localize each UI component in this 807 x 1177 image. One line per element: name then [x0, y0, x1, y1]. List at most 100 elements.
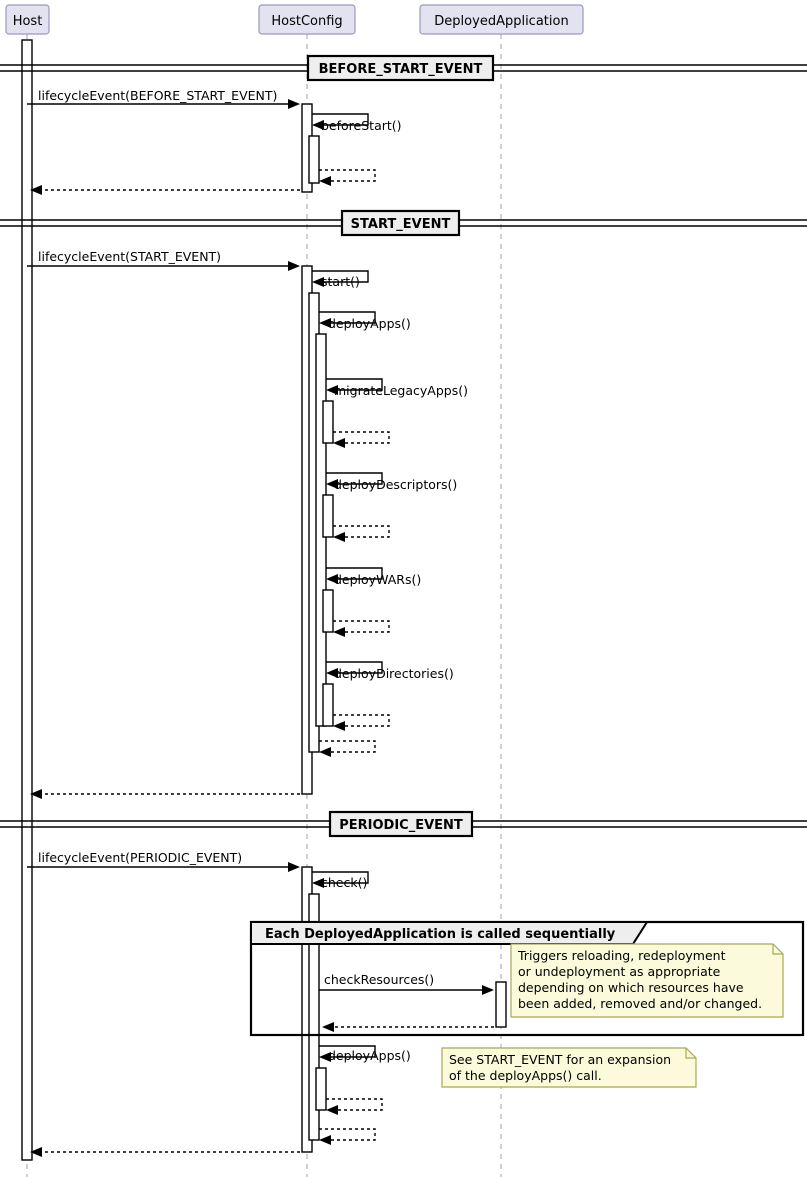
message-deployapps: deployApps(): [319, 1045, 411, 1063]
message-label: deployDirectories(): [334, 666, 454, 681]
message-return-20: [322, 1022, 494, 1032]
message-label: checkResources(): [324, 972, 434, 987]
message-return-10: [333, 525, 390, 542]
self-message-arrow: [326, 661, 383, 674]
message-check: check(): [312, 871, 369, 890]
message-return-8: [333, 431, 390, 448]
activation-bar-hostconfig-6: [322, 400, 334, 444]
divider-label-box: [306, 54, 495, 82]
participant-name: HostConfig: [271, 14, 342, 29]
arrowhead: [326, 479, 338, 489]
participant-box[interactable]: [258, 4, 356, 35]
participant-host[interactable]: Host: [5, 4, 50, 35]
note-line: or undeployment as appropriate: [518, 964, 721, 979]
message-checkresources: checkResources(): [319, 972, 494, 995]
arrowhead: [319, 318, 331, 328]
self-message-arrow: [333, 620, 390, 633]
message-label: lifecycleEvent(START_EVENT): [38, 249, 221, 264]
arrowhead: [326, 668, 338, 678]
self-message-arrow: [333, 431, 390, 444]
message-label: lifecycleEvent(BEFORE_START_EVENT): [38, 88, 277, 103]
activation-bar-hostconfig-2: [308, 135, 320, 184]
lifelines-layer: [26, 34, 502, 1177]
participant-box[interactable]: [5, 4, 50, 35]
arrowhead: [333, 532, 345, 542]
arrowhead: [30, 1147, 42, 1157]
message-return-3: [30, 185, 300, 195]
activation-bar-hostconfig-8: [322, 589, 334, 633]
note-body: [441, 1047, 697, 1088]
note-fold: [772, 944, 783, 955]
activation-bar-hostconfig-12: [315, 1067, 327, 1111]
arrowhead: [288, 99, 300, 109]
note-line: Triggers reloading, redeployment: [517, 948, 726, 963]
activation-bar-hostconfig-7: [322, 494, 334, 538]
message-start: start(): [312, 270, 369, 289]
participant-deployedapplication[interactable]: DeployedApplication: [419, 4, 584, 35]
message-lifecycleevent-before-start-event: lifecycleEvent(BEFORE_START_EVENT): [27, 88, 300, 109]
self-message-arrow: [333, 714, 390, 727]
message-deploydescriptors: deployDescriptors(): [326, 472, 457, 492]
arrowhead: [319, 176, 331, 186]
divider-start_event: START_EVENT: [0, 209, 807, 237]
participant-name: DeployedApplication: [434, 14, 568, 29]
arrowhead: [319, 747, 331, 757]
arrowhead: [288, 261, 300, 271]
arrowhead: [322, 1022, 334, 1032]
arrowhead: [333, 721, 345, 731]
message-label: beforeStart(): [321, 118, 402, 133]
message-return-22: [326, 1098, 383, 1115]
note-fold: [685, 1048, 696, 1059]
self-message-arrow: [312, 113, 369, 126]
message-return-15: [319, 740, 376, 757]
divider-label: BEFORE_START_EVENT: [319, 62, 483, 77]
message-return-2: [319, 169, 376, 186]
message-return-23: [319, 1128, 376, 1145]
message-label: start(): [321, 274, 360, 289]
arrowhead: [319, 1135, 331, 1145]
self-message-arrow: [319, 1128, 376, 1141]
message-label: lifecycleEvent(PERIODIC_EVENT): [38, 850, 242, 865]
self-message-arrow: [326, 1098, 383, 1111]
arrowhead: [326, 574, 338, 584]
arrowhead: [288, 862, 300, 872]
message-label: deployApps(): [328, 316, 411, 331]
activation-bar-deployedapplication-13: [495, 981, 507, 1028]
self-message-arrow: [319, 740, 376, 753]
self-message-arrow: [326, 378, 383, 391]
divider-periodic_event: PERIODIC_EVENT: [0, 810, 807, 838]
divider-label: PERIODIC_EVENT: [339, 818, 463, 833]
arrowhead: [312, 277, 324, 287]
message-return-24: [30, 1147, 300, 1157]
activation-bar-hostconfig-9: [322, 683, 334, 727]
arrowhead: [482, 985, 494, 995]
activation-bar-hostconfig-11: [308, 893, 320, 1141]
arrowhead: [312, 120, 324, 130]
message-deploydirectories: deployDirectories(): [326, 661, 454, 681]
message-return-16: [30, 789, 300, 799]
arrowhead: [326, 1105, 338, 1115]
messages-layer: lifecycleEvent(BEFORE_START_EVENT)before…: [27, 88, 494, 1157]
message-lifecycleevent-periodic-event: lifecycleEvent(PERIODIC_EVENT): [27, 850, 300, 872]
participant-hostconfig[interactable]: HostConfig: [258, 4, 356, 35]
note-line: depending on which resources have: [518, 980, 744, 995]
self-message-arrow: [312, 871, 369, 884]
arrowhead: [319, 1052, 331, 1062]
self-message-arrow: [319, 169, 376, 182]
participant-box[interactable]: [419, 4, 584, 35]
arrowhead: [326, 385, 338, 395]
self-message-arrow: [326, 567, 383, 580]
message-label: deployWARs(): [334, 572, 421, 587]
activations-layer: [21, 39, 507, 1161]
self-message-arrow: [312, 270, 369, 283]
arrowhead: [30, 789, 42, 799]
participant-name: Host: [13, 14, 43, 29]
group-label: Each DeployedApplication is called seque…: [265, 927, 616, 942]
divider-label-box: [340, 209, 461, 237]
note-line: of the deployApps() call.: [449, 1068, 602, 1083]
